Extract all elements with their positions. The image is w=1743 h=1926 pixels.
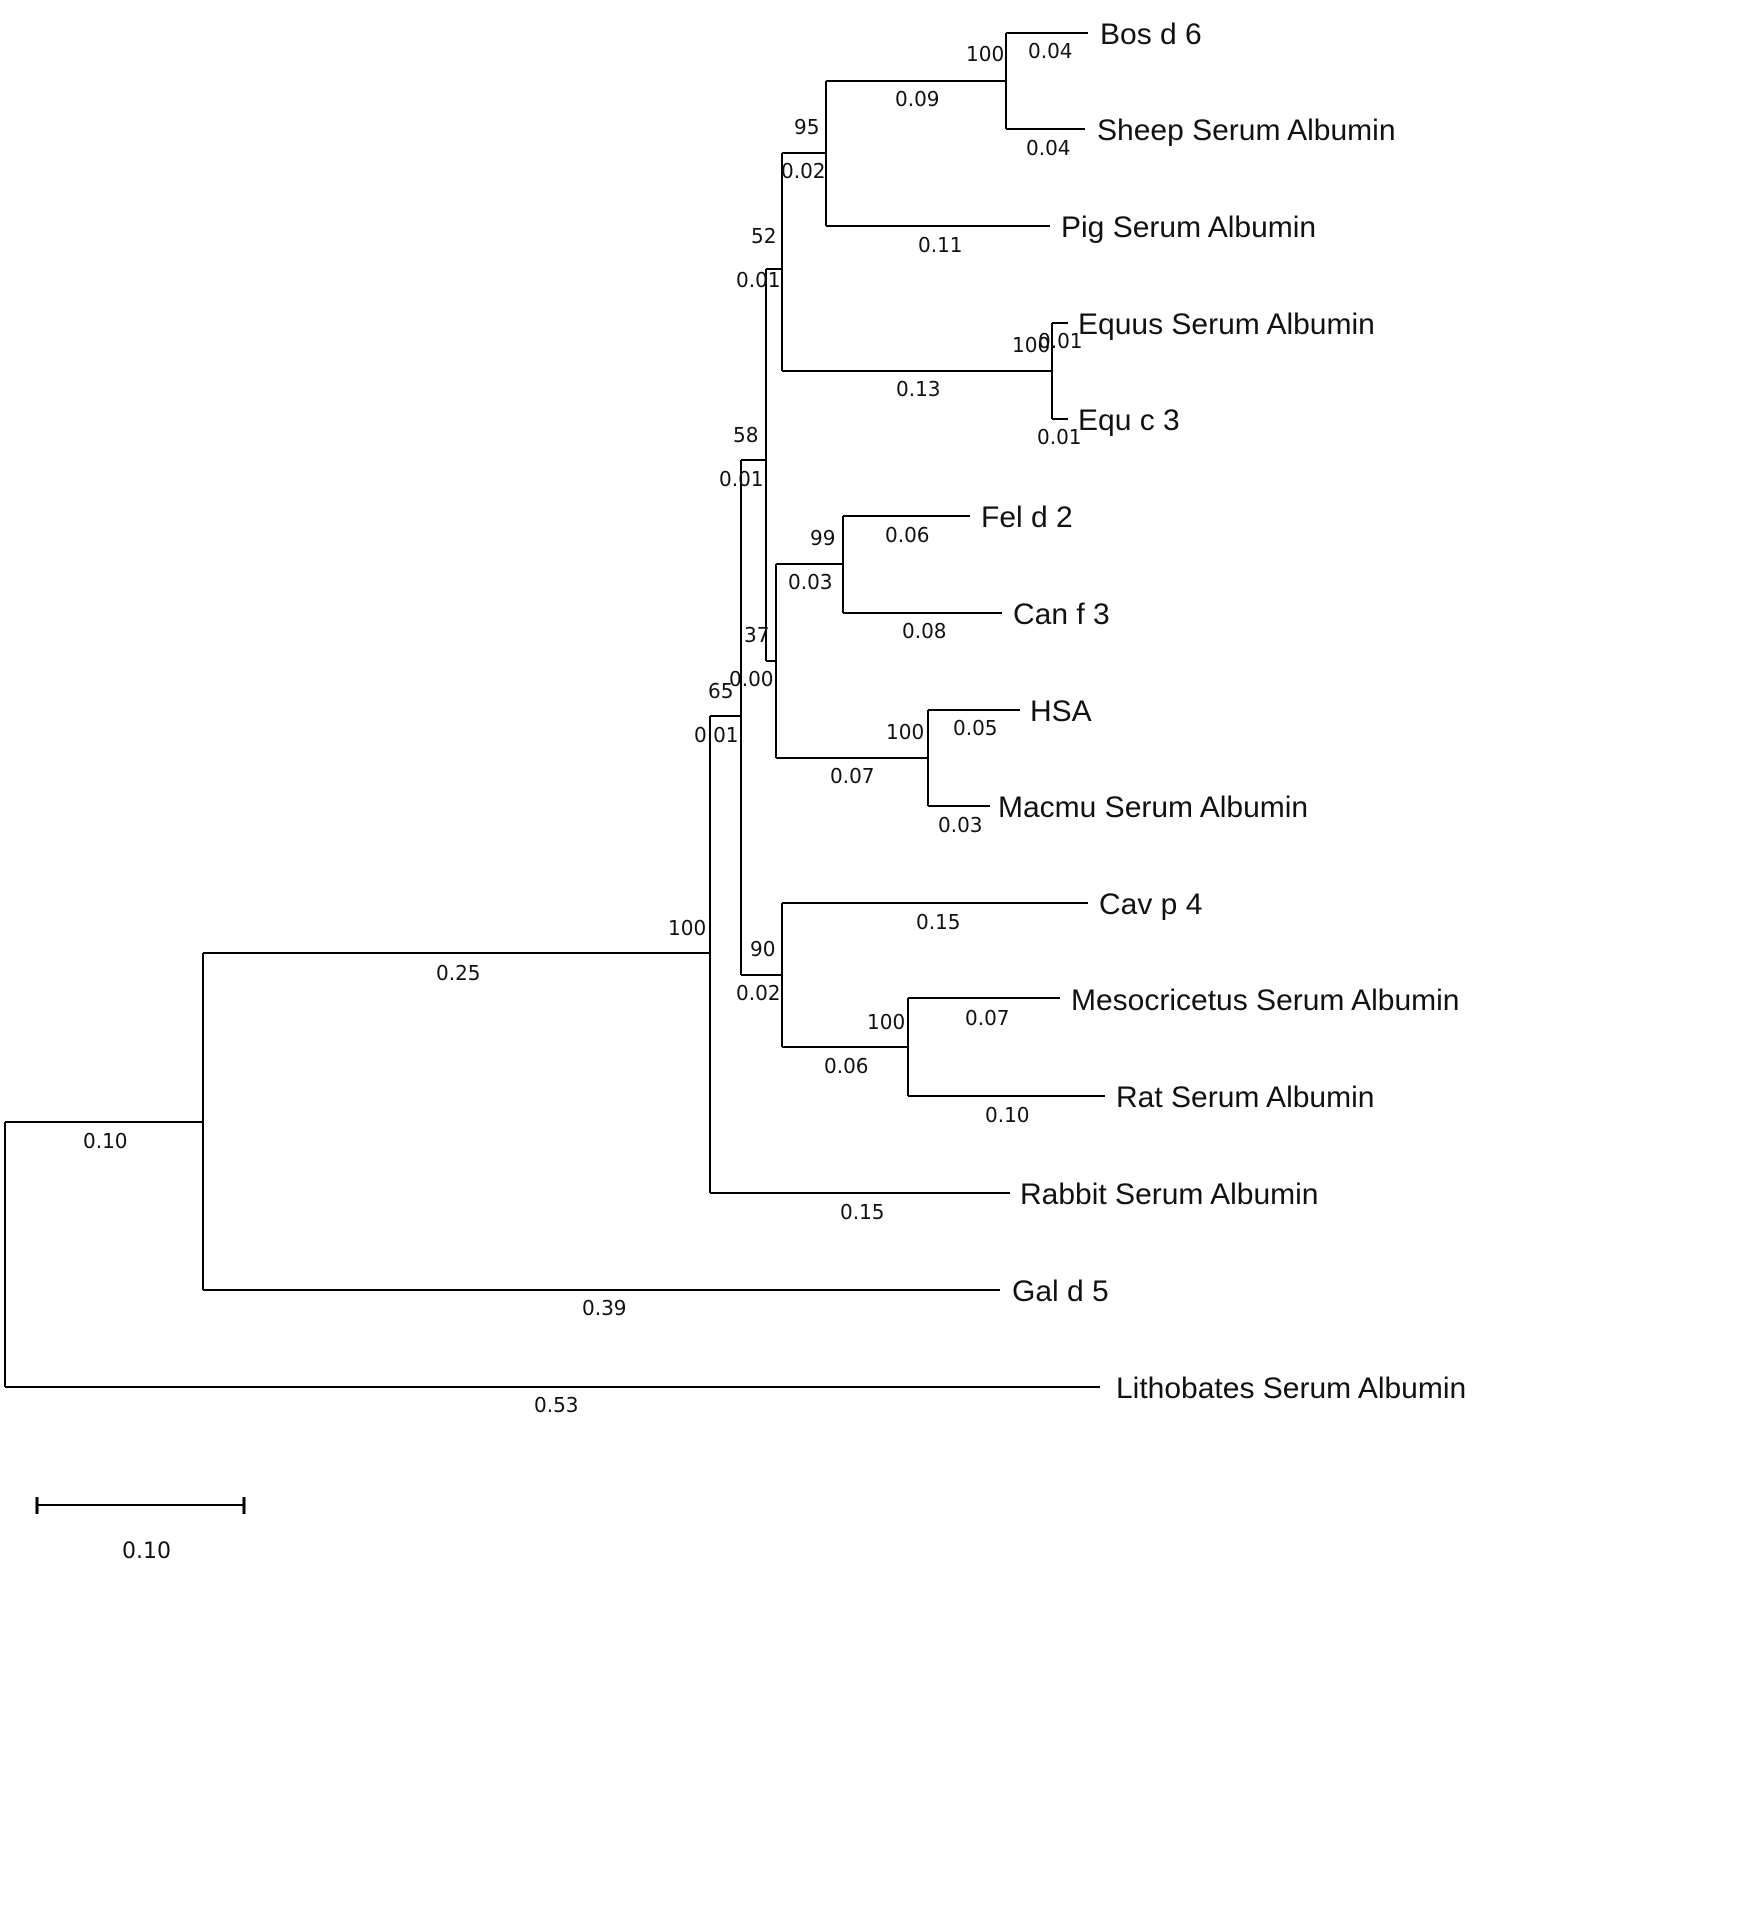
- branch-length-muroid-clade: 0.06: [824, 1054, 869, 1078]
- support-carn-primate: 37: [744, 623, 769, 647]
- tree-branches: [4, 32, 1105, 1388]
- branch-length-equid-clade: 0.13: [896, 377, 941, 401]
- branch-length-pig: 0.11: [918, 233, 963, 257]
- taxon-macmu: Macmu Serum Albumin: [998, 791, 1308, 824]
- branch-length-mammal-clade: 0.25: [436, 961, 481, 985]
- taxon-gal-d-5: Gal d 5: [1012, 1275, 1109, 1308]
- support-muroid: 100: [867, 1010, 905, 1034]
- taxon-cav-p-4: Cav p 4: [1099, 888, 1202, 921]
- support-carnivore: 99: [810, 526, 835, 550]
- branch-length-carnivore-clade: 0.03: [788, 570, 833, 594]
- taxon-rat: Rat Serum Albumin: [1116, 1081, 1374, 1114]
- taxon-pig: Pig Serum Albumin: [1061, 211, 1316, 244]
- taxon-equ-c-3: Equ c 3: [1078, 404, 1180, 437]
- scale-bar-label: 0.10: [122, 1539, 171, 1564]
- branch-length-bos: 0.04: [1028, 39, 1073, 63]
- support-artio: 95: [794, 115, 819, 139]
- support-equid: 100: [1012, 333, 1050, 357]
- taxon-equus: Equus Serum Albumin: [1078, 308, 1375, 341]
- scale-bar: 0.10: [35, 1497, 246, 1564]
- taxon-mesocricetus: Mesocricetus Serum Albumin: [1071, 984, 1459, 1017]
- branch-length-artio-clade: 0.02: [781, 159, 826, 183]
- branch-length-rat: 0.10: [985, 1103, 1030, 1127]
- bootstrap-support-labels: 100 95 52 100 58 99 37 100 65 90 100 100: [668, 42, 1050, 1034]
- support-mammal: 100: [668, 916, 706, 940]
- taxon-hsa: HSA: [1030, 695, 1092, 728]
- branch-length-equus: 0.01: [1038, 329, 1083, 353]
- branch-length-carn-primate-clade: 0.00: [729, 667, 774, 691]
- support-placental-core: 65: [708, 679, 733, 703]
- branch-length-placental-core-clade: 0.01: [694, 723, 739, 747]
- branch-length-hsa: 0.05: [953, 716, 998, 740]
- branch-length-macmu: 0.03: [938, 813, 983, 837]
- branch-length-rodent-clade: 0.02: [736, 981, 781, 1005]
- taxon-bos-d-6: Bos d 6: [1100, 18, 1202, 51]
- branch-length-fel-d-2: 0.06: [885, 523, 930, 547]
- branch-length-gal-d-5: 0.39: [582, 1296, 627, 1320]
- taxon-lithobates: Lithobates Serum Albumin: [1116, 1372, 1466, 1405]
- branch-length-can-f-3: 0.08: [902, 619, 947, 643]
- support-primate: 100: [886, 720, 924, 744]
- branch-length-cav-p-4: 0.15: [916, 910, 961, 934]
- branch-length-equ-c-3: 0.01: [1037, 425, 1082, 449]
- branch-length-ungulate-clade: 0.01: [736, 268, 781, 292]
- branch-length-rabbit: 0.15: [840, 1200, 885, 1224]
- support-ungulate: 52: [751, 224, 776, 248]
- taxon-sheep: Sheep Serum Albumin: [1097, 114, 1396, 147]
- branch-length-mesocricetus: 0.07: [965, 1006, 1010, 1030]
- branch-length-primate-clade: 0.07: [830, 764, 875, 788]
- taxon-fel-d-2: Fel d 2: [981, 501, 1073, 534]
- branch-length-amniote-clade: 0.10: [83, 1129, 128, 1153]
- branch-length-mammal-core-clade: 0.01: [719, 467, 764, 491]
- support-rodent: 90: [750, 937, 775, 961]
- taxon-rabbit: Rabbit Serum Albumin: [1020, 1178, 1318, 1211]
- support-bovid: 100: [966, 42, 1004, 66]
- branch-length-lithobates: 0.53: [534, 1393, 579, 1417]
- branch-length-labels: 0.04 0.04 0.09 0.11 0.02 0.01 0.01 0.13 …: [83, 39, 1083, 1417]
- taxon-can-f-3: Can f 3: [1013, 598, 1110, 631]
- branch-length-sheep: 0.04: [1026, 136, 1071, 160]
- taxon-labels: Bos d 6 Sheep Serum Albumin Pig Serum Al…: [981, 18, 1466, 1405]
- branch-length-bovid-clade: 0.09: [895, 87, 940, 111]
- support-mammal-core: 58: [733, 423, 758, 447]
